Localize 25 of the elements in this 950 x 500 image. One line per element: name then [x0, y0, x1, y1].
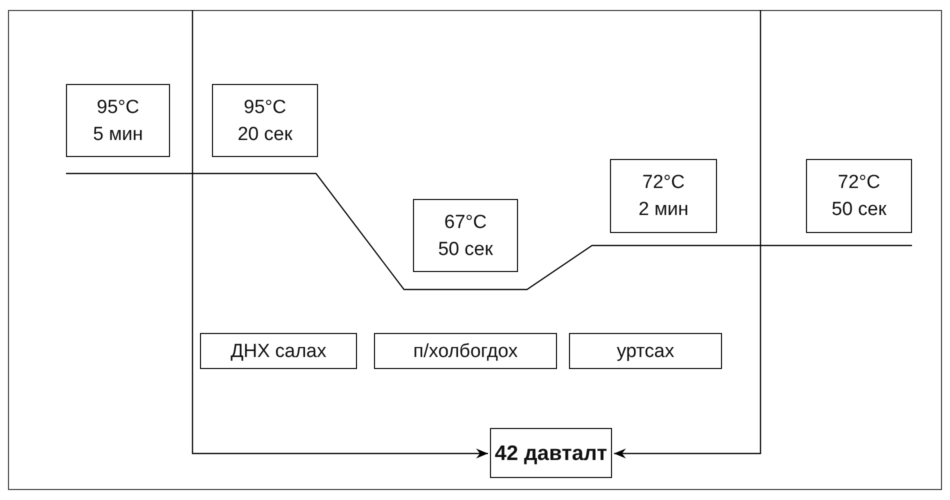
- step-label: 20 сек: [236, 122, 294, 146]
- arrow: [192, 10, 488, 458]
- step-label: 50 сек: [437, 238, 494, 262]
- step-box: [374, 333, 557, 369]
- step-box: [413, 199, 518, 272]
- step-label: 72°C: [836, 171, 882, 195]
- arrow: [614, 10, 762, 458]
- step-box: [610, 159, 717, 233]
- step-box: [212, 84, 318, 157]
- step-label: 95°C: [242, 96, 288, 120]
- step-label: 95°C: [96, 96, 140, 120]
- step-label: п/холбогдох: [412, 340, 519, 364]
- step-box: [490, 428, 612, 478]
- step-label: ДНХ салах: [230, 340, 328, 364]
- step-box: [200, 333, 357, 369]
- step-label: 50 сек: [830, 198, 888, 222]
- step-label: 67°C: [443, 210, 488, 234]
- step-box: [806, 159, 912, 233]
- step-label: 42 давталт: [494, 440, 608, 466]
- step-label: 5 мин: [92, 122, 144, 146]
- step-box: [569, 333, 722, 369]
- step-label: 2 мин: [637, 198, 690, 222]
- step-label: 72°C: [641, 171, 686, 195]
- step-label: уртсах: [616, 340, 676, 364]
- step-box: [66, 84, 170, 157]
